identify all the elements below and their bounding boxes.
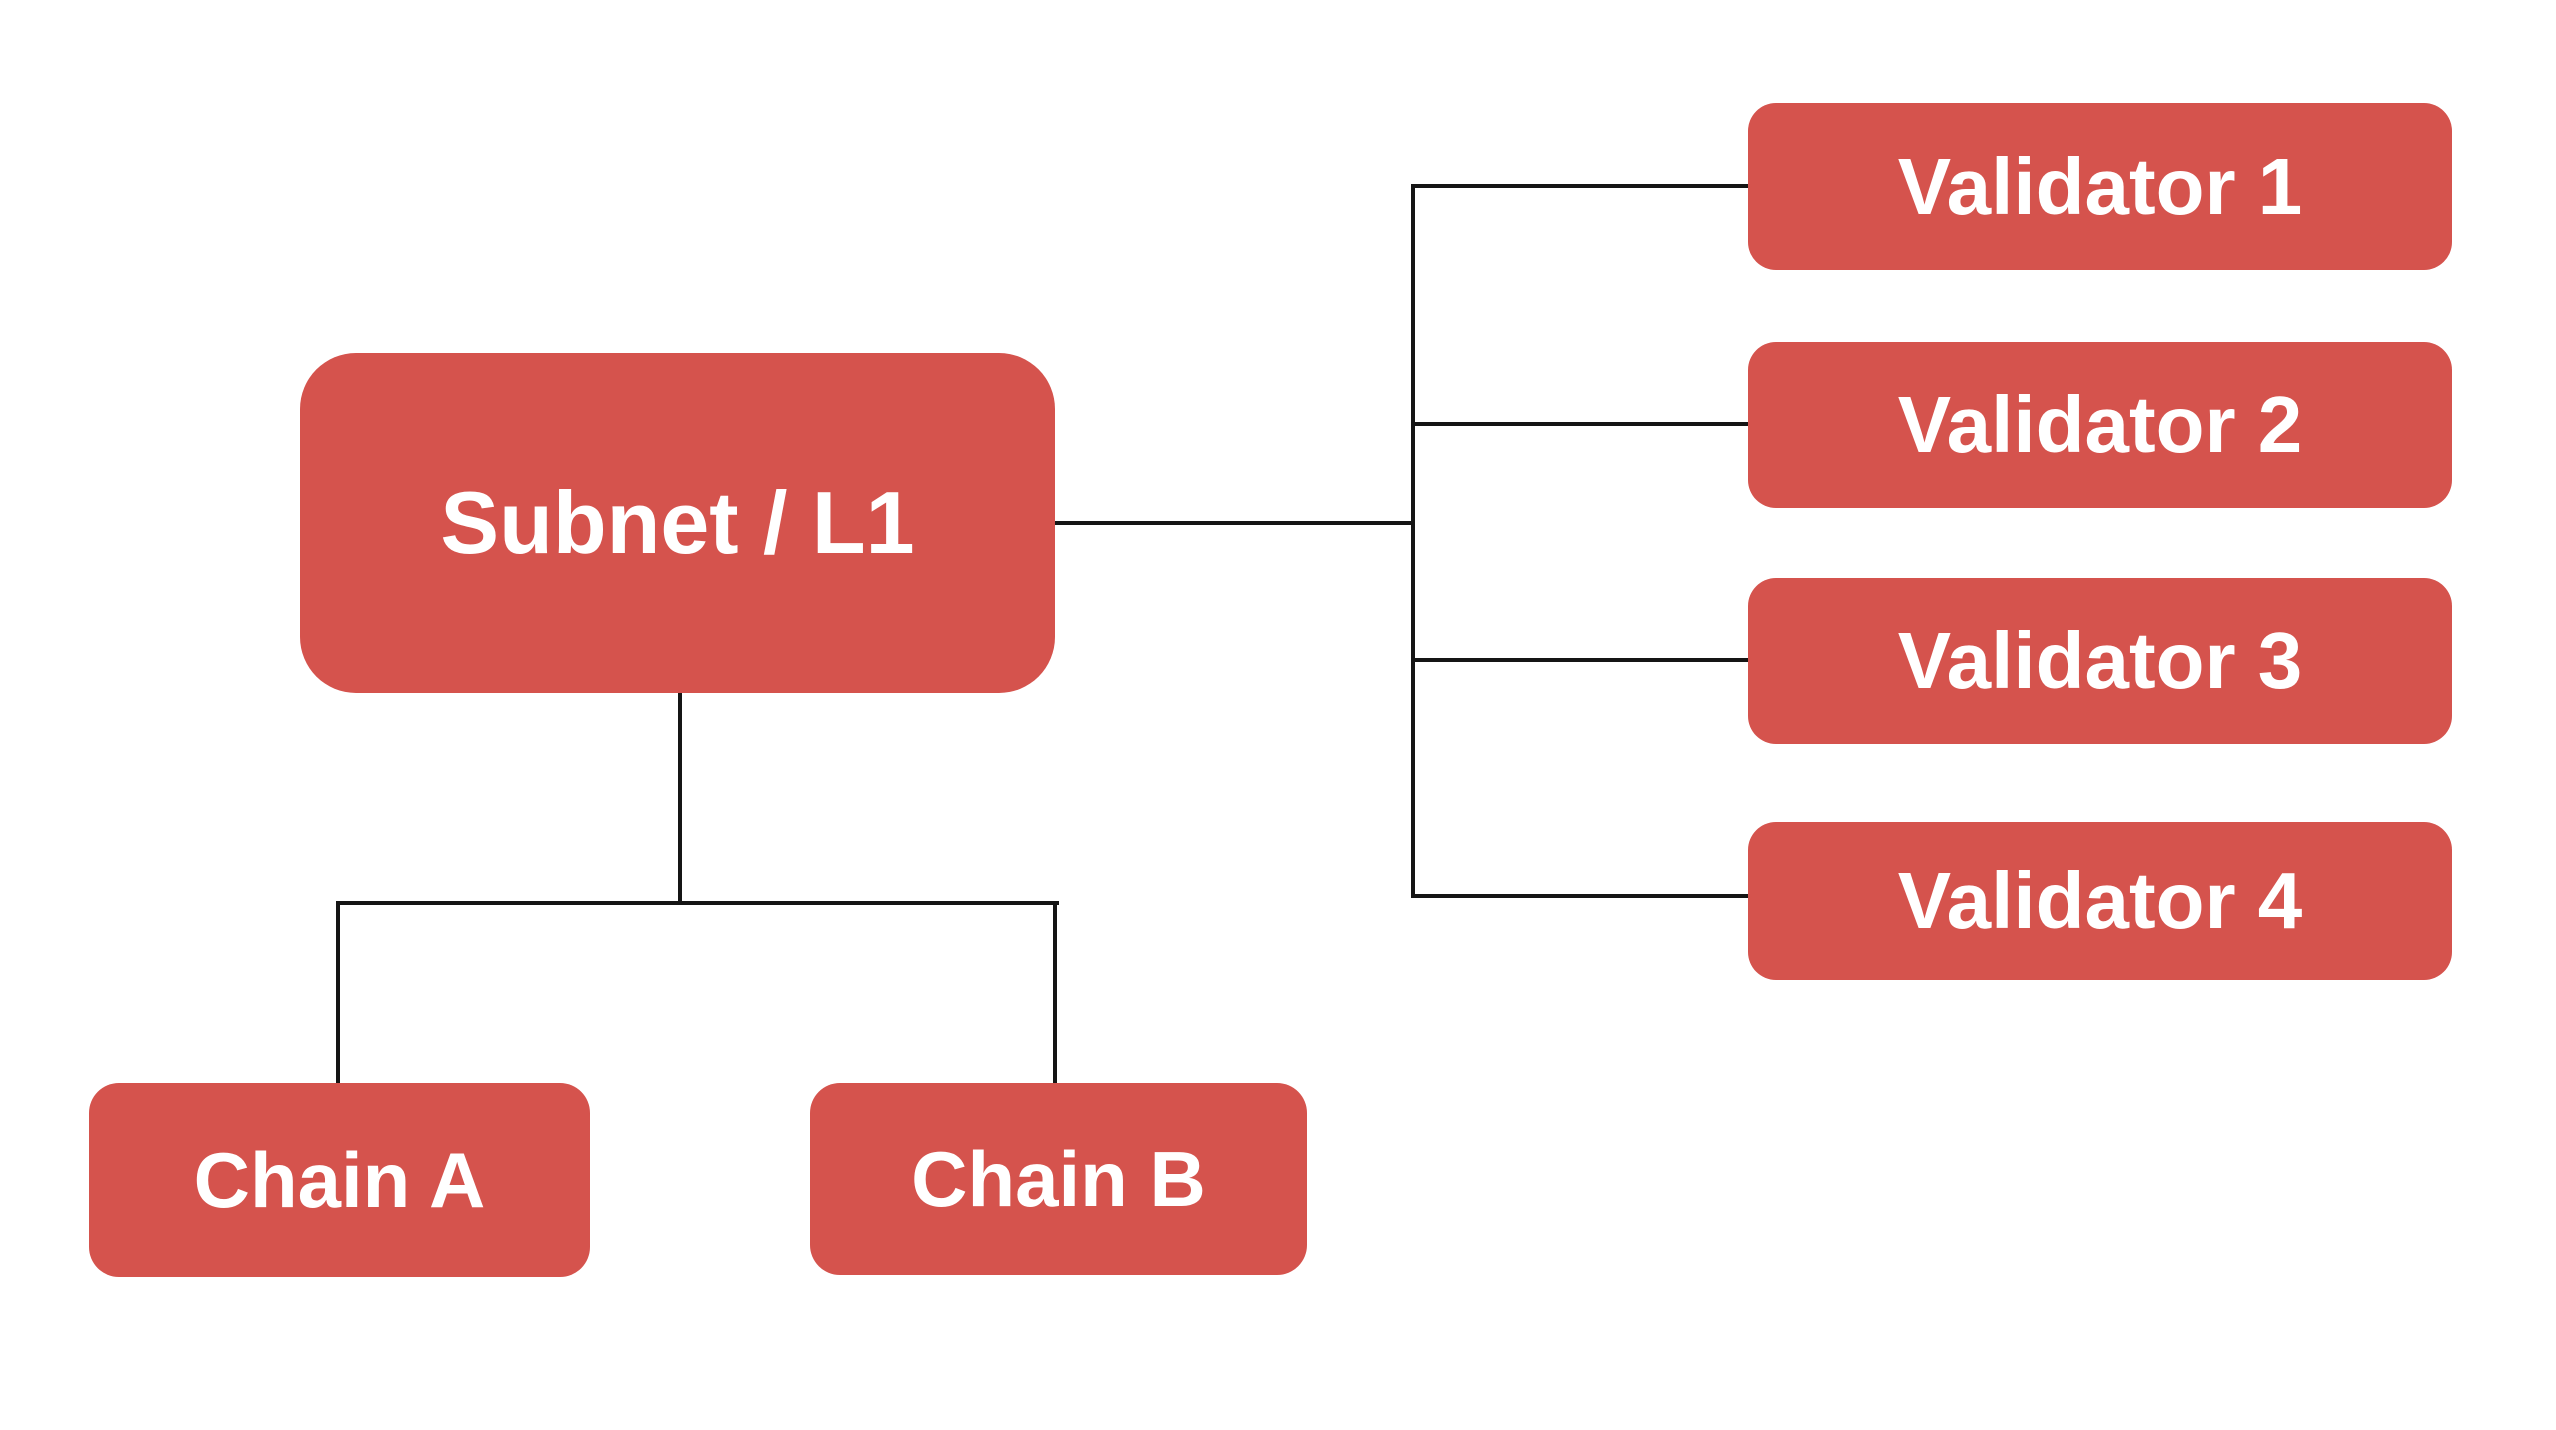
connector-branch-validator-2	[1411, 422, 1748, 426]
node-validator-4: Validator 4	[1748, 822, 2452, 980]
node-validator-4-label: Validator 4	[1897, 856, 2303, 945]
connector-drop-chain-a	[336, 901, 340, 1085]
connector-drop-chain-b	[1053, 901, 1057, 1085]
connector-chain-crossbar	[336, 901, 1059, 905]
connector-branch-validator-1	[1411, 184, 1748, 188]
connector-subnet-down	[678, 693, 682, 905]
node-validator-2: Validator 2	[1748, 342, 2452, 508]
node-validator-3-label: Validator 3	[1897, 616, 2303, 705]
node-subnet-l1-label: Subnet / L1	[440, 473, 915, 572]
node-chain-b: Chain B	[810, 1083, 1307, 1275]
node-validator-2-label: Validator 2	[1897, 380, 2303, 469]
connector-branch-validator-4	[1411, 894, 1748, 898]
connector-subnet-to-validator-trunk	[1055, 521, 1415, 525]
connector-validator-trunk	[1411, 184, 1415, 898]
node-subnet-l1: Subnet / L1	[300, 353, 1055, 693]
node-validator-3: Validator 3	[1748, 578, 2452, 744]
node-validator-1: Validator 1	[1748, 103, 2452, 270]
node-chain-b-label: Chain B	[911, 1135, 1206, 1223]
node-chain-a: Chain A	[89, 1083, 590, 1277]
node-chain-a-label: Chain A	[193, 1136, 486, 1224]
node-validator-1-label: Validator 1	[1897, 141, 2303, 231]
connector-branch-validator-3	[1411, 658, 1748, 662]
